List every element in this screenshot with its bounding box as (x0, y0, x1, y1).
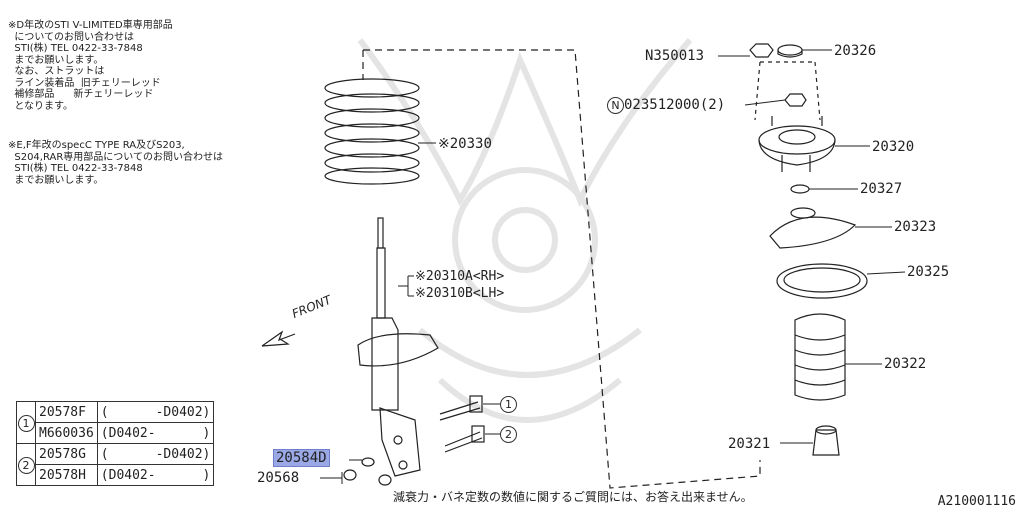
front-arrow (261, 330, 296, 347)
label-20322[interactable]: 20322 (884, 356, 927, 372)
table-row: 20578H (D0402- ) (17, 464, 215, 486)
strut (357, 217, 439, 477)
part-number-cell[interactable]: 20578G (35, 443, 98, 465)
sti-specc-note: ※E,F年改のspecC TYPE RA及びS203, S204,RAR専用部品… (8, 140, 224, 186)
leader-lines (320, 49, 906, 484)
dust-boot (794, 313, 846, 401)
bolt-2-callout[interactable]: 2 (500, 426, 517, 443)
table-row: 1 20578F ( -D0402) (16, 401, 215, 444)
label-n350013[interactable]: N350013 (645, 48, 705, 64)
range-cell: (D0402- ) (96, 422, 215, 444)
bolt-1-circle: 1 (500, 396, 517, 413)
label-20584d[interactable]: 20584D (273, 449, 330, 467)
table-row: 2 20578G ( -D0402) (16, 443, 215, 486)
group-2-circle: 2 (17, 457, 35, 474)
group-cell: 2 (16, 443, 36, 486)
range-cell: ( -D0402) (96, 401, 215, 423)
bolts (343, 395, 485, 486)
part-number-cell[interactable]: 20578F (35, 401, 98, 423)
table-row: M660036 (D0402- ) (17, 422, 215, 444)
footer-disclaimer: 減衰力・バネ定数の数値に関するご質問には、お答え出来ません。 (393, 490, 753, 504)
label-023512000-text: 023512000(2) (624, 97, 726, 113)
label-20330[interactable]: ※20330 (438, 136, 492, 152)
document-id: A210001116 (937, 494, 1016, 509)
part-number-cell[interactable]: M660036 (35, 422, 98, 444)
label-20326[interactable]: 20326 (834, 43, 877, 59)
bolt-1-callout[interactable]: 1 (500, 396, 517, 413)
bolt-2-circle: 2 (500, 426, 517, 443)
label-20310b[interactable]: ※20310B<LH> (415, 286, 505, 301)
washer (790, 184, 810, 194)
label-20323[interactable]: 20323 (894, 219, 937, 235)
nut-023512000 (784, 93, 807, 107)
spring-seat (769, 207, 857, 249)
range-cell: (D0402- ) (96, 464, 215, 486)
range-cell: ( -D0402) (96, 443, 215, 465)
rubber-seat (776, 263, 868, 299)
bump-stop (812, 425, 840, 456)
group-1-circle: 1 (17, 415, 35, 432)
sti-vlimited-note: ※D年改のSTI V-LIMITED車専用部品 についてのお問い合わせは STI… (8, 20, 173, 112)
nut-n350013 (749, 43, 774, 58)
label-20321[interactable]: 20321 (728, 436, 771, 452)
bolt-parts-table: 1 20578F ( -D0402) M660036 (D0402- ) 2 2… (16, 401, 215, 486)
assembly-boundary-line (363, 49, 761, 489)
group-cell: 1 (16, 401, 36, 444)
coil-spring (324, 78, 420, 185)
watermark-emblem (357, 38, 693, 423)
label-20310a[interactable]: ※20310A<RH> (415, 269, 505, 284)
label-20584d-highlight: 20584D (273, 449, 330, 467)
label-20568[interactable]: 20568 (257, 470, 300, 486)
strut-mount (758, 116, 836, 172)
label-20327[interactable]: 20327 (860, 181, 903, 197)
n-circle-icon: N (607, 97, 624, 114)
label-20320[interactable]: 20320 (872, 139, 915, 155)
label-20325[interactable]: 20325 (907, 264, 950, 280)
cap-20326 (777, 44, 803, 58)
part-number-cell[interactable]: 20578H (35, 464, 98, 486)
